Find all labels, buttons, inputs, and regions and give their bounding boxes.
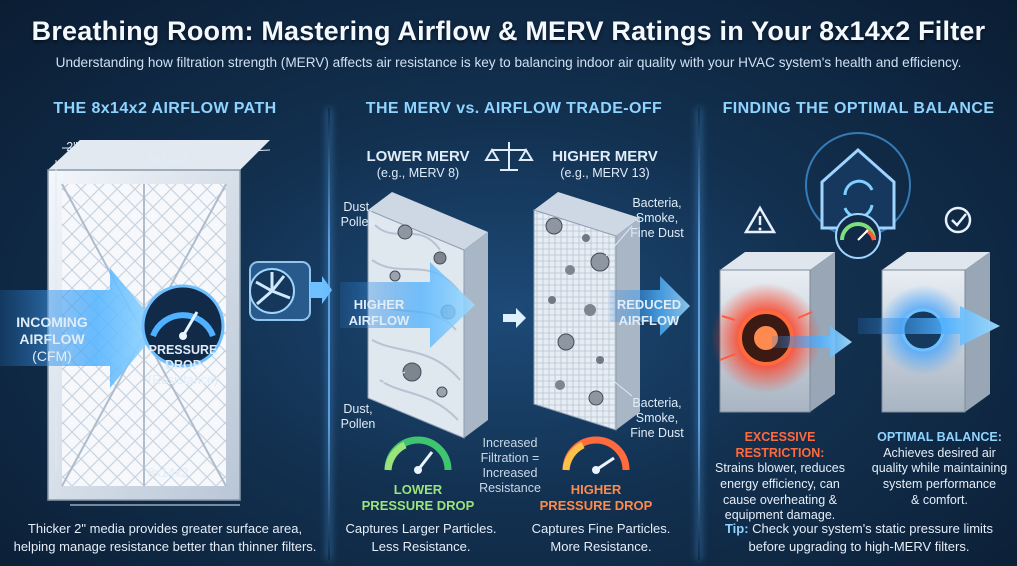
dust-pollen-bottom-label: Dust,Pollen xyxy=(340,402,376,431)
callout-leader-lines xyxy=(369,221,633,397)
balanced-hvac-unit xyxy=(858,252,1000,413)
tip-text-line2: before upgrading to high-MERV filters. xyxy=(748,538,970,554)
strained-hvac-unit xyxy=(711,252,852,413)
section-divider-right xyxy=(698,108,700,560)
pressure-gauge-icon xyxy=(141,284,225,368)
incoming-airflow-label: INCOMING AIRFLOW (CFM) xyxy=(16,314,88,364)
higher-airflow-arrow xyxy=(340,262,475,348)
lower-merv-caption: Captures Larger Particles.Less Resistanc… xyxy=(345,521,497,554)
page-title: Breathing Room: Mastering Airflow & MERV… xyxy=(31,16,986,46)
blower-fan-icon xyxy=(249,261,332,321)
tip-block: Tip: Check your system's static pressure… xyxy=(704,520,1014,555)
higher-merv-caption: Captures Fine Particles.More Resistance. xyxy=(531,521,671,554)
section-heading-optimal-balance: FINDING THE OPTIMAL BALANCE xyxy=(722,100,995,117)
dust-pollen-top-label: Dust,Pollen xyxy=(340,200,376,229)
lower-merv-heading: LOWER MERV (e.g., MERV 8) xyxy=(366,148,470,180)
depth-label: 2" xyxy=(66,140,78,154)
section-heading-airflow-path: THE 8x14x2 AIRFLOW PATH xyxy=(53,100,277,117)
section-divider-left xyxy=(328,108,330,560)
size-label-bottom: 8x14x2 xyxy=(147,466,189,480)
higher-merv-filter xyxy=(533,192,640,431)
lower-pressure-gauge-icon xyxy=(384,436,452,474)
middle-arrow xyxy=(503,308,526,328)
house-recycle-icon xyxy=(805,132,911,259)
higher-merv-heading: HIGHER MERV (e.g., MERV 13) xyxy=(552,148,658,180)
reduced-airflow-arrow xyxy=(610,276,690,336)
size-label-top: 8x14x2 xyxy=(147,152,189,166)
section-heading-tradeoff: THE MERV vs. AIRFLOW TRADE-OFF xyxy=(365,100,663,117)
warning-triangle-icon xyxy=(743,205,777,234)
tip-text-line1: Check your system's static pressure limi… xyxy=(752,521,994,536)
page-subtitle: Understanding how filtration strength (M… xyxy=(55,55,962,70)
higher-pressure-gauge-icon xyxy=(562,436,630,474)
section1-caption: Thicker 2" media provides greater surfac… xyxy=(13,521,317,554)
optimal-balance-block: OPTIMAL BALANCE: Achieves desired air qu… xyxy=(871,430,1008,507)
checkmark-circle-icon xyxy=(944,206,972,234)
bacteria-bottom-label: Bacteria,Smoke,Fine Dust xyxy=(630,396,684,440)
bacteria-top-label: Bacteria,Smoke,Fine Dust xyxy=(630,196,684,240)
pressure-drop-label: PRESSURE DROP (Resistance) xyxy=(147,343,219,387)
tip-label: Tip: xyxy=(724,521,749,536)
incoming-airflow-arrow xyxy=(0,268,160,388)
balance-scale-icon xyxy=(484,142,534,171)
excessive-restriction-block: EXCESSIVE RESTRICTION: Strains blower, r… xyxy=(715,430,845,523)
